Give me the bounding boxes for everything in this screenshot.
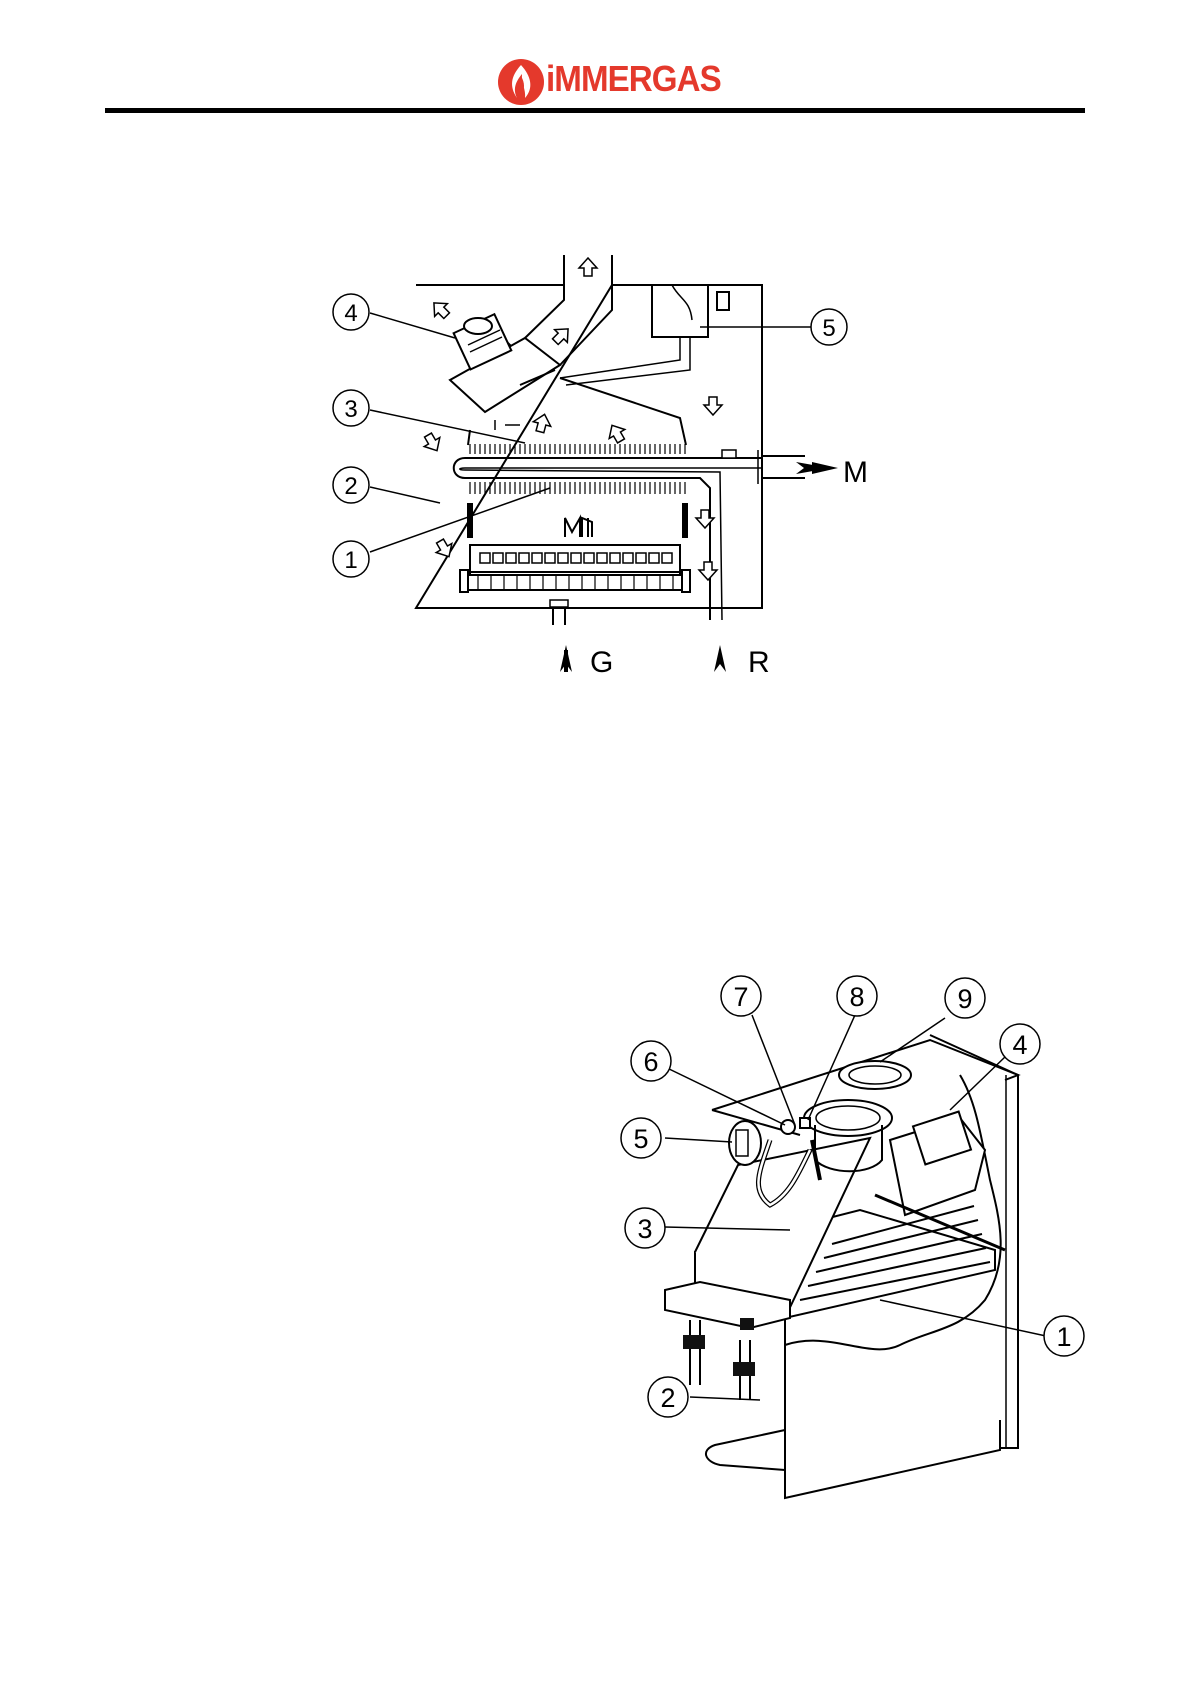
callout-1: 1 [333, 541, 369, 577]
svg-text:1: 1 [344, 547, 357, 574]
pressure-switch [560, 285, 729, 385]
boiler-schematic: M G R 1 2 3 4 5 [305, 245, 890, 685]
svg-text:9: 9 [957, 984, 972, 1014]
svg-text:1: 1 [1056, 1322, 1071, 1352]
svg-text:5: 5 [633, 1124, 648, 1154]
svg-text:8: 8 [849, 982, 864, 1012]
svg-text:3: 3 [344, 396, 357, 423]
svg-text:5: 5 [822, 315, 835, 342]
heat-exchanger-fins-top [470, 444, 685, 454]
connection-pipes [683, 1318, 755, 1400]
svg-text:3: 3 [637, 1214, 652, 1244]
label-m: M [843, 456, 868, 489]
callout-6: 6 [631, 1041, 671, 1081]
callout-2: 2 [648, 1377, 688, 1417]
svg-text:6: 6 [643, 1047, 658, 1077]
callout-5: 5 [811, 309, 847, 345]
callout-4: 4 [1000, 1024, 1040, 1064]
callout-3: 3 [625, 1208, 665, 1248]
svg-text:4: 4 [344, 300, 357, 327]
callout-7: 7 [721, 976, 761, 1016]
boiler-perspective: 1 2 3 4 5 6 7 8 [610, 960, 1100, 1515]
leader-lines [370, 313, 811, 552]
svg-text:7: 7 [733, 982, 748, 1012]
heat-exchanger-fins-bottom [470, 482, 685, 494]
return-arrow [714, 645, 726, 672]
callout-2: 2 [333, 467, 369, 503]
callout-4: 4 [333, 294, 369, 330]
label-g: G [590, 646, 613, 679]
callout-1: 1 [1044, 1316, 1084, 1356]
callout-5: 5 [621, 1118, 661, 1158]
heat-exchanger-tube [454, 450, 805, 620]
callout-3: 3 [333, 390, 369, 426]
svg-text:4: 4 [1012, 1030, 1027, 1060]
header-rule [105, 108, 1085, 113]
flame-icon [495, 56, 547, 106]
callout-8: 8 [837, 976, 877, 1016]
flow-out-arrow [796, 462, 838, 474]
burner [460, 545, 690, 625]
brand-wordmark: iMMERGAS [546, 58, 721, 100]
gas-inlet-arrow [560, 645, 572, 672]
svg-text:2: 2 [344, 473, 357, 500]
callout-9: 9 [945, 978, 985, 1018]
label-r: R [748, 646, 770, 679]
svg-text:2: 2 [660, 1383, 675, 1413]
